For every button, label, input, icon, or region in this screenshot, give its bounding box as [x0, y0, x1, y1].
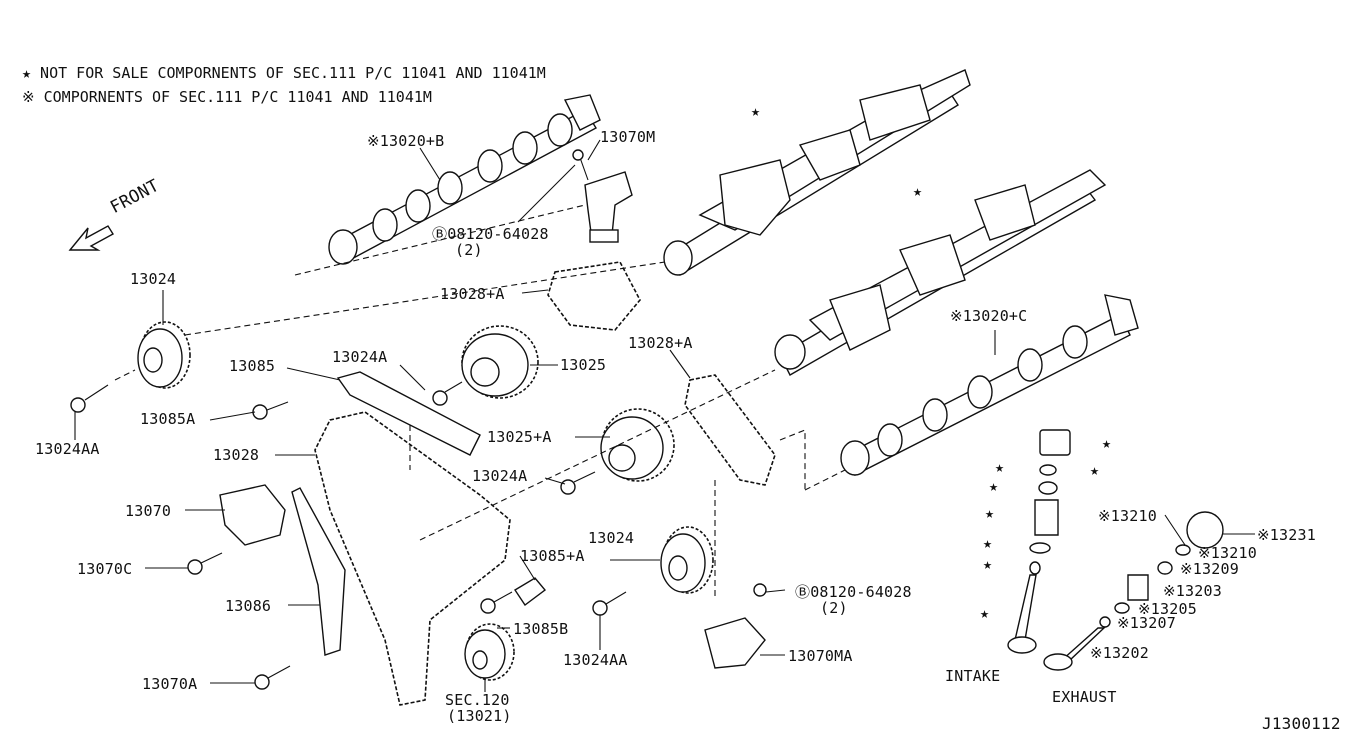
star-marker-seal: ★	[983, 555, 993, 573]
label-13207: ※13207	[1117, 614, 1176, 632]
label-08120-lower: Ⓑ08120-64028	[795, 583, 912, 601]
star-marker-valve: ★	[980, 604, 990, 622]
label-13085b: 13085B	[513, 620, 569, 638]
label-13021: (13021)	[447, 707, 512, 725]
exhaust-valve-parts	[1043, 511, 1224, 671]
tensioner-13070	[219, 484, 286, 546]
label-13231: ※13231	[1257, 526, 1316, 544]
label-13020c: ※13020+C	[950, 307, 1028, 325]
label-08120-lower-qty: (2)	[820, 599, 848, 617]
label-13085plus-a: 13085+A	[520, 547, 585, 565]
label-13024a-top: 13024A	[332, 348, 388, 366]
label-08120-upper: Ⓑ08120-64028	[432, 225, 549, 243]
label-13070m: 13070M	[600, 128, 656, 146]
chain-13028a-top	[547, 261, 641, 331]
label-13025a: 13025+A	[487, 428, 552, 446]
front-arrow-icon	[68, 225, 114, 251]
sprocket-13024-mid	[660, 526, 714, 594]
sensor-13070ma	[704, 583, 767, 669]
label-13024a-mid: 13024A	[472, 467, 528, 485]
camshaft-13020c	[840, 294, 1139, 476]
label-13028: 13028	[213, 446, 260, 464]
star-marker-lifter: ★	[1102, 434, 1112, 452]
label-13205: ※13205	[1138, 600, 1197, 618]
star-marker-upper-cam: ★	[751, 102, 761, 120]
label-13086: 13086	[225, 597, 272, 615]
label-13209: ※13209	[1180, 560, 1239, 578]
label-13210-lower: ※13210	[1198, 544, 1257, 562]
star-marker-spring: ★	[985, 504, 995, 522]
star-marker-lower-cam: ★	[913, 182, 923, 200]
sprocket-13025	[461, 325, 539, 399]
sensor-13070m	[572, 149, 633, 243]
star-marker-collet-right: ★	[1090, 461, 1100, 479]
label-13085: 13085	[229, 357, 276, 375]
label-13024-top: 13024	[130, 270, 177, 288]
chain-13028	[314, 411, 511, 706]
label-13070c: 13070C	[77, 560, 133, 578]
label-13025: 13025	[560, 356, 607, 374]
intake-valve-parts	[1007, 429, 1071, 654]
label-13028a-top: 13028+A	[440, 285, 505, 303]
note-not-for-sale: ★ NOT FOR SALE COMPORNENTS OF SEC.111 P/…	[22, 64, 546, 82]
label-intake: INTAKE	[945, 667, 1001, 685]
label-13028a-right: 13028+A	[628, 334, 693, 352]
guide-13085a	[514, 577, 547, 607]
note-components: ※ COMPORNENTS OF SEC.111 P/C 11041 AND 1…	[22, 88, 432, 106]
chain-guide-13085	[336, 371, 481, 456]
star-marker-retainer: ★	[989, 477, 999, 495]
label-exhaust: EXHAUST	[1052, 688, 1117, 706]
label-13203: ※13203	[1163, 582, 1222, 600]
label-13024-mid: 13024	[588, 529, 635, 547]
relation-lines	[114, 204, 846, 600]
label-13024aa-mid: 13024AA	[563, 651, 628, 669]
label-13070ma: 13070MA	[788, 647, 853, 665]
label-13070: 13070	[125, 502, 172, 520]
label-08120-upper-qty: (2)	[455, 241, 483, 259]
leader-lines	[74, 139, 1255, 692]
slack-guide-13086	[291, 487, 346, 656]
label-13085a: 13085A	[140, 410, 196, 428]
label-sec120: SEC.120	[445, 691, 510, 709]
star-marker-collet-left: ★	[995, 458, 1005, 476]
sprocket-13025a	[600, 408, 675, 482]
label-13020b: ※13020+B	[367, 132, 445, 150]
crank-sprocket-13021	[464, 623, 515, 681]
chain-13028a-right	[684, 374, 776, 486]
star-marker-seat: ★	[983, 534, 993, 552]
label-13070a: 13070A	[142, 675, 198, 693]
label-13202: ※13202	[1090, 644, 1149, 662]
camshaft-assembly-upper	[663, 69, 971, 276]
camshaft-13020b	[328, 94, 601, 265]
label-13210-upper: ※13210	[1098, 507, 1157, 525]
camshaft-assembly-lower	[774, 169, 1107, 376]
sprocket-13024-top	[137, 321, 191, 389]
diagram-code: J1300112	[1262, 714, 1341, 733]
label-13024aa-left: 13024AA	[35, 440, 100, 458]
